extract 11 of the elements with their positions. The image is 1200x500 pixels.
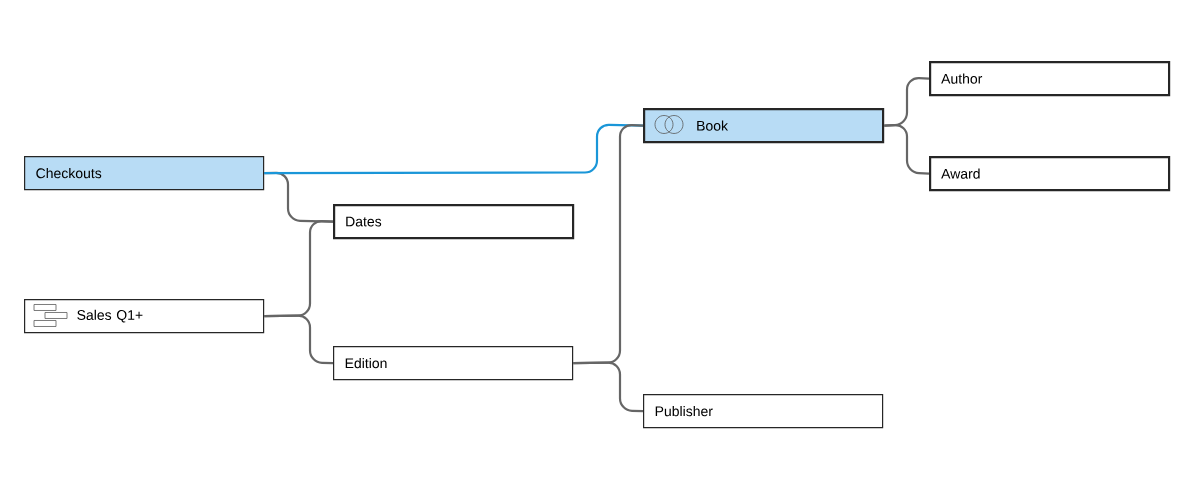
connector-line — [264, 314, 334, 365]
table-box: Sales Q1+ — [24, 299, 265, 334]
connector-line — [573, 361, 644, 413]
table-box: Book — [643, 108, 885, 144]
table-box: Edition — [333, 346, 574, 381]
table-box: Publisher — [643, 394, 884, 429]
table-box: Author — [929, 61, 1171, 97]
table-box: Checkouts — [24, 156, 265, 191]
connector-line — [884, 123, 930, 175]
table-box: Dates — [333, 204, 575, 240]
table-box: Award — [929, 156, 1171, 192]
